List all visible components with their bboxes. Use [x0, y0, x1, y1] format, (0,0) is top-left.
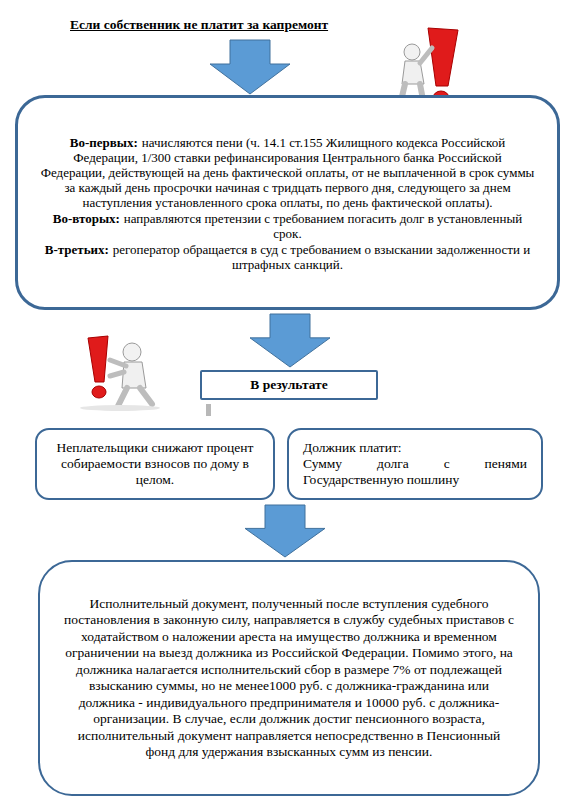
step-label: В-третьих: — [45, 242, 109, 257]
step-text: направляются претензии с требованием пог… — [124, 211, 522, 241]
text-group: Неплательщики снижают процент собираемос… — [47, 440, 263, 488]
enforcement-box: Исполнительный документ, полученный посл… — [38, 560, 540, 796]
diagram-title: Если собственник не платит за капремонт — [70, 17, 328, 33]
outcome-box: Неплательщики снижают процент собираемос… — [35, 428, 275, 500]
box-text: В результате — [250, 377, 327, 393]
step-label: Во-первых: — [70, 135, 138, 150]
box-text: Исполнительный документ, полученный посл… — [62, 596, 516, 761]
text-group: Исполнительный документ, полученный посл… — [62, 596, 516, 761]
paragraph: Во-первых:начисляются пени (ч. 14.1 ст.1… — [40, 135, 535, 210]
paragraph: Во-вторых: направляются претензии с требо… — [40, 211, 535, 241]
text-group: Во-первых:начисляются пени (ч. 14.1 ст.1… — [40, 135, 535, 273]
box-text: Сумму долга с пенями — [303, 456, 527, 472]
paragraph: В-третьих: регоператор обращается в суд с… — [40, 242, 535, 272]
box-text: Государственную пошлину — [303, 472, 527, 488]
step-text: регоператор обращается в суд с требовани… — [113, 242, 530, 272]
exclamation-figure — [400, 28, 458, 105]
block-arrow — [210, 40, 290, 94]
block-arrow — [250, 314, 330, 367]
box-text: Должник платит: — [303, 440, 527, 456]
process-box: Во-первых:начисляются пени (ч. 14.1 ст.1… — [15, 95, 560, 310]
step-label: Во-вторых: — [53, 211, 120, 226]
outcome-box: Должник платит:Сумму долга с пенямиГосуд… — [287, 428, 543, 500]
box-text: Неплательщики снижают процент собираемос… — [47, 440, 263, 488]
exclamation-figure — [80, 336, 160, 411]
result-box: В результате — [200, 370, 378, 400]
block-arrow — [245, 505, 325, 557]
grey-tab — [206, 404, 211, 416]
text-group: В результате — [250, 377, 327, 393]
